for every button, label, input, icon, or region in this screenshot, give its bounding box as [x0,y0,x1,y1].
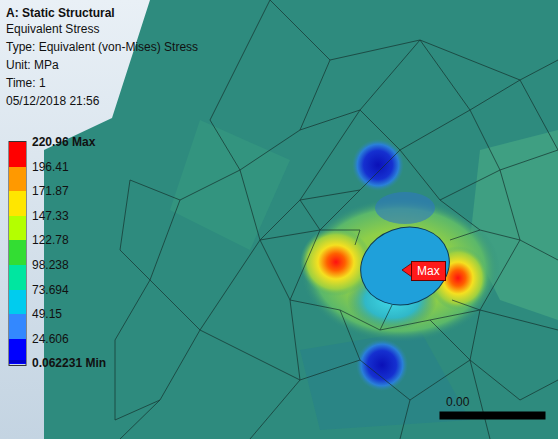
legend-value: 49.15 [32,307,62,321]
legend-value: 24.606 [32,332,69,346]
legend-value: 147.33 [32,209,69,223]
legend-value: 0.062231 Min [32,356,106,370]
legend-value: 171.87 [32,184,69,198]
legend-value: 220.96 Max [32,135,95,149]
result-date: 05/12/2018 21:56 [6,94,99,108]
color-band [9,240,26,265]
result-time: Time: 1 [6,76,46,90]
result-unit: Unit: MPa [6,58,59,72]
color-band [9,290,26,315]
result-name: Equivalent Stress [6,22,99,36]
legend-value: 73.694 [32,283,69,297]
color-band [9,191,26,216]
legend-value: 98.238 [32,258,69,272]
color-band [9,142,26,167]
color-band [9,314,26,339]
legend-value: 196.41 [32,160,69,174]
scale-value: 0.00 [446,395,469,409]
color-band [9,265,26,290]
plot-title: A: Static Structural [6,6,115,20]
result-type: Type: Equivalent (von-Mises) Stress [6,40,198,54]
color-band [9,360,26,363]
legend-value: 122.78 [32,233,69,247]
probe-text: Max [417,264,440,278]
color-band [9,167,26,192]
max-probe-label: Max [411,261,446,281]
color-band [9,216,26,241]
